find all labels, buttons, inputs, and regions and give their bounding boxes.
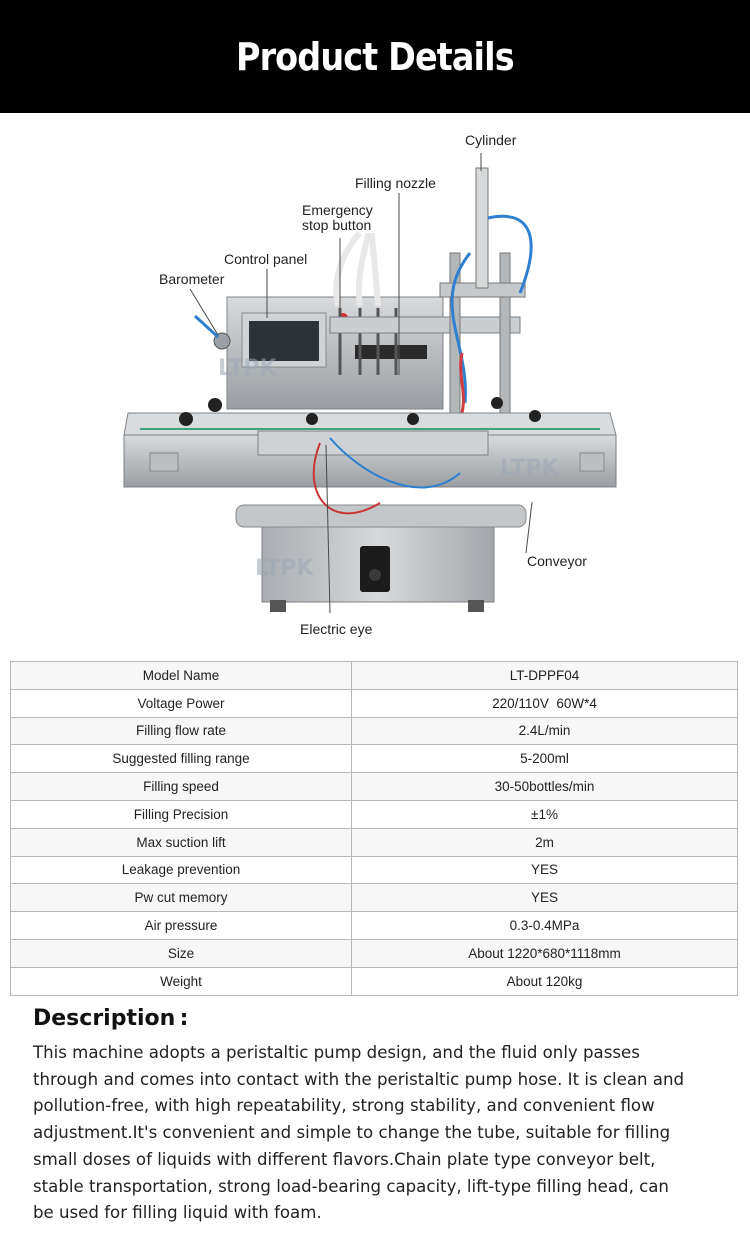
spec-value: About 1220*680*1118mm xyxy=(351,938,738,968)
table-row: Filling Precision±1% xyxy=(10,799,738,829)
filling-machine-illustration: LTPK LTPK LTPK xyxy=(123,153,617,614)
description-line: adjustment.It's convenient and simple to… xyxy=(33,1123,671,1143)
page-title: Product Details xyxy=(236,34,515,79)
spec-label: Filling flow rate xyxy=(10,716,352,746)
filling-head-enclosure xyxy=(226,296,444,410)
callout-filling-nozzle: Filling nozzle xyxy=(355,175,436,191)
spec-label: Filling speed xyxy=(10,772,352,801)
callout-emergency-line2: stop button xyxy=(302,217,372,233)
spec-label: Filling Precision xyxy=(10,799,352,829)
spec-label: Pw cut memory xyxy=(10,883,352,913)
spec-label: Voltage Power xyxy=(10,688,352,718)
callout-control-panel: Control panel xyxy=(224,251,308,267)
spec-value: LT-DPPF04 xyxy=(351,661,738,690)
spec-label: Air pressure xyxy=(10,911,352,940)
description-line: small doses of liquids with different fl… xyxy=(33,1149,656,1169)
spec-label: Model Name xyxy=(10,661,352,690)
watermark-2: LTPK xyxy=(500,456,560,481)
description-line: be used for filling liquid with foam. xyxy=(33,1203,322,1223)
control-panel-screen xyxy=(249,321,319,361)
spec-value: 30-50bottles/min xyxy=(351,772,738,801)
spec-value: 2m xyxy=(351,827,738,857)
spec-label: Max suction lift xyxy=(10,827,352,857)
watermark-1: LTPK xyxy=(218,356,278,381)
description-body: This machine adopts a peristaltic pump d… xyxy=(33,1040,733,1227)
lift-cylinder xyxy=(439,167,533,445)
watermark-3: LTPK xyxy=(255,556,315,581)
spec-value: 220/110V 60W*4 xyxy=(351,688,738,718)
spec-label: Size xyxy=(10,938,352,968)
callout-emergency-line1: Emergency xyxy=(302,202,373,218)
spec-value: 2.4L/min xyxy=(351,716,738,746)
description-line: pollution-free, with high repeatability,… xyxy=(33,1096,655,1116)
description-line: through and comes into contact with the … xyxy=(33,1069,684,1089)
callout-lines xyxy=(189,153,533,614)
description-line: stable transportation, strong load-beari… xyxy=(33,1176,669,1196)
digital-counters xyxy=(355,345,427,359)
spec-value: ±1% xyxy=(351,799,738,829)
spec-value: YES xyxy=(351,883,738,913)
spec-value: About 120kg xyxy=(351,966,738,996)
barometer xyxy=(193,314,231,350)
conveyor xyxy=(123,397,617,515)
description-heading: Description : xyxy=(33,1006,189,1031)
machine-figure: LTPK LTPK LTPK Cylinder Filling nozzle E… xyxy=(0,113,750,658)
spec-label: Suggested filling range xyxy=(10,744,352,774)
callout-conveyor: Conveyor xyxy=(527,553,587,569)
callout-barometer: Barometer xyxy=(159,271,225,287)
filling-nozzles xyxy=(329,230,521,375)
page-header: Product Details xyxy=(0,0,750,113)
callout-electric-eye: Electric eye xyxy=(300,621,373,637)
callout-cylinder: Cylinder xyxy=(465,132,517,148)
spec-value: 5-200ml xyxy=(351,744,738,774)
description-line: This machine adopts a peristaltic pump d… xyxy=(33,1043,640,1062)
base-cabinet xyxy=(235,504,527,612)
spec-label: Weight xyxy=(10,966,352,996)
spec-value: YES xyxy=(351,855,738,885)
spec-value: 0.3-0.4MPa xyxy=(351,911,738,940)
spec-label: Leakage prevention xyxy=(10,855,352,885)
